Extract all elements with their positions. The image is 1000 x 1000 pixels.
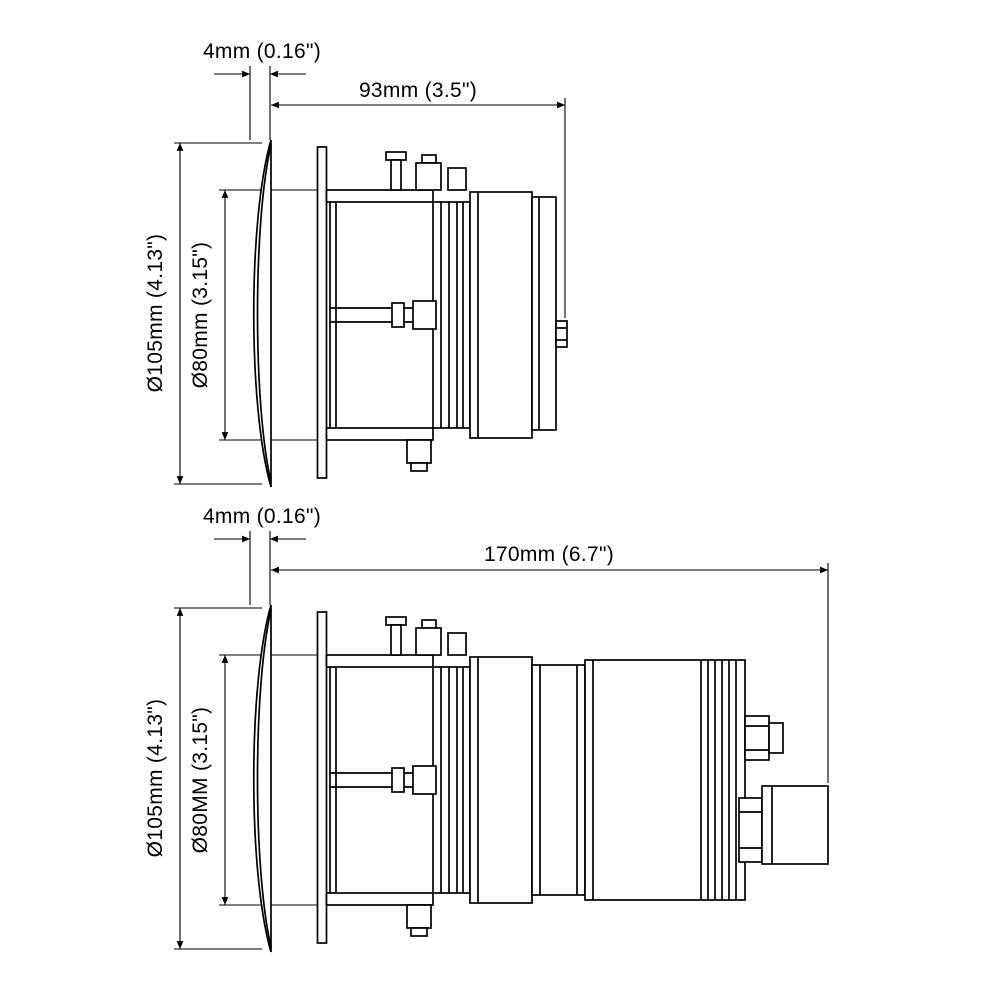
bottom-device (252, 604, 829, 953)
top-length-label: 93mm (3.5") (359, 79, 477, 102)
bottom-dim-outer-dia: Ø105mm (4.13") (144, 607, 262, 950)
top-mounting-plate (316, 146, 328, 479)
bottom-length-label: 170mm (6.7") (484, 543, 614, 566)
bottom-mid-cylinder (469, 656, 533, 904)
top-dim-inner-dia: Ø80mm (3.15") (189, 189, 326, 441)
bottom-middle-bolt (330, 765, 437, 795)
top-chassis (325, 189, 434, 441)
top-dim-length: 93mm (3.5") (271, 79, 566, 318)
top-bezel (252, 139, 272, 488)
bottom-collar (531, 664, 586, 896)
bottom-rear-connector (744, 715, 784, 761)
bottom-chassis (325, 654, 434, 906)
bottom-inner-dia-label: Ø80MM (3.15") (189, 707, 212, 854)
bottom-dimensions: 4mm (0.16") 170mm (6.7") Ø105mm (4.13") … (144, 505, 829, 950)
top-device (252, 139, 568, 488)
bottom-cable-elbow (738, 785, 829, 865)
bottom-screws (385, 616, 467, 656)
top-bottom-screw (406, 439, 432, 472)
top-connector-nub (555, 320, 568, 348)
top-dimensions: 4mm (0.16") 93mm (3.5") Ø105mm (4.13") Ø… (144, 40, 566, 485)
bottom-dim-flange: 4mm (0.16") (203, 505, 321, 605)
bottom-view: 4mm (0.16") 170mm (6.7") Ø105mm (4.13") … (144, 505, 829, 953)
top-dim-flange: 4mm (0.16") (203, 40, 321, 140)
top-screws (385, 151, 467, 191)
top-inner-dia-label: Ø80mm (3.15") (189, 242, 212, 389)
top-flange-label: 4mm (0.16") (203, 40, 321, 63)
top-outer-dia-label: Ø105mm (4.13") (144, 234, 167, 393)
bottom-outer-dia-label: Ø105mm (4.13") (144, 699, 167, 858)
top-grooved-section (432, 201, 471, 429)
bottom-motor-housing (584, 659, 746, 901)
top-middle-bolt (330, 300, 437, 330)
bottom-bottom-screw (406, 904, 432, 937)
top-rear-cylinder (469, 191, 533, 439)
bottom-dim-inner-dia: Ø80MM (3.15") (189, 654, 326, 906)
bottom-bezel (252, 604, 272, 953)
top-view: 4mm (0.16") 93mm (3.5") Ø105mm (4.13") Ø… (144, 40, 568, 488)
bottom-dim-length: 170mm (6.7") (271, 543, 829, 783)
top-rear-cap (531, 196, 557, 431)
bottom-flange-label: 4mm (0.16") (203, 505, 321, 528)
bottom-grooved-section (432, 666, 471, 894)
top-dim-outer-dia: Ø105mm (4.13") (144, 142, 262, 485)
bottom-mounting-plate (316, 611, 328, 944)
